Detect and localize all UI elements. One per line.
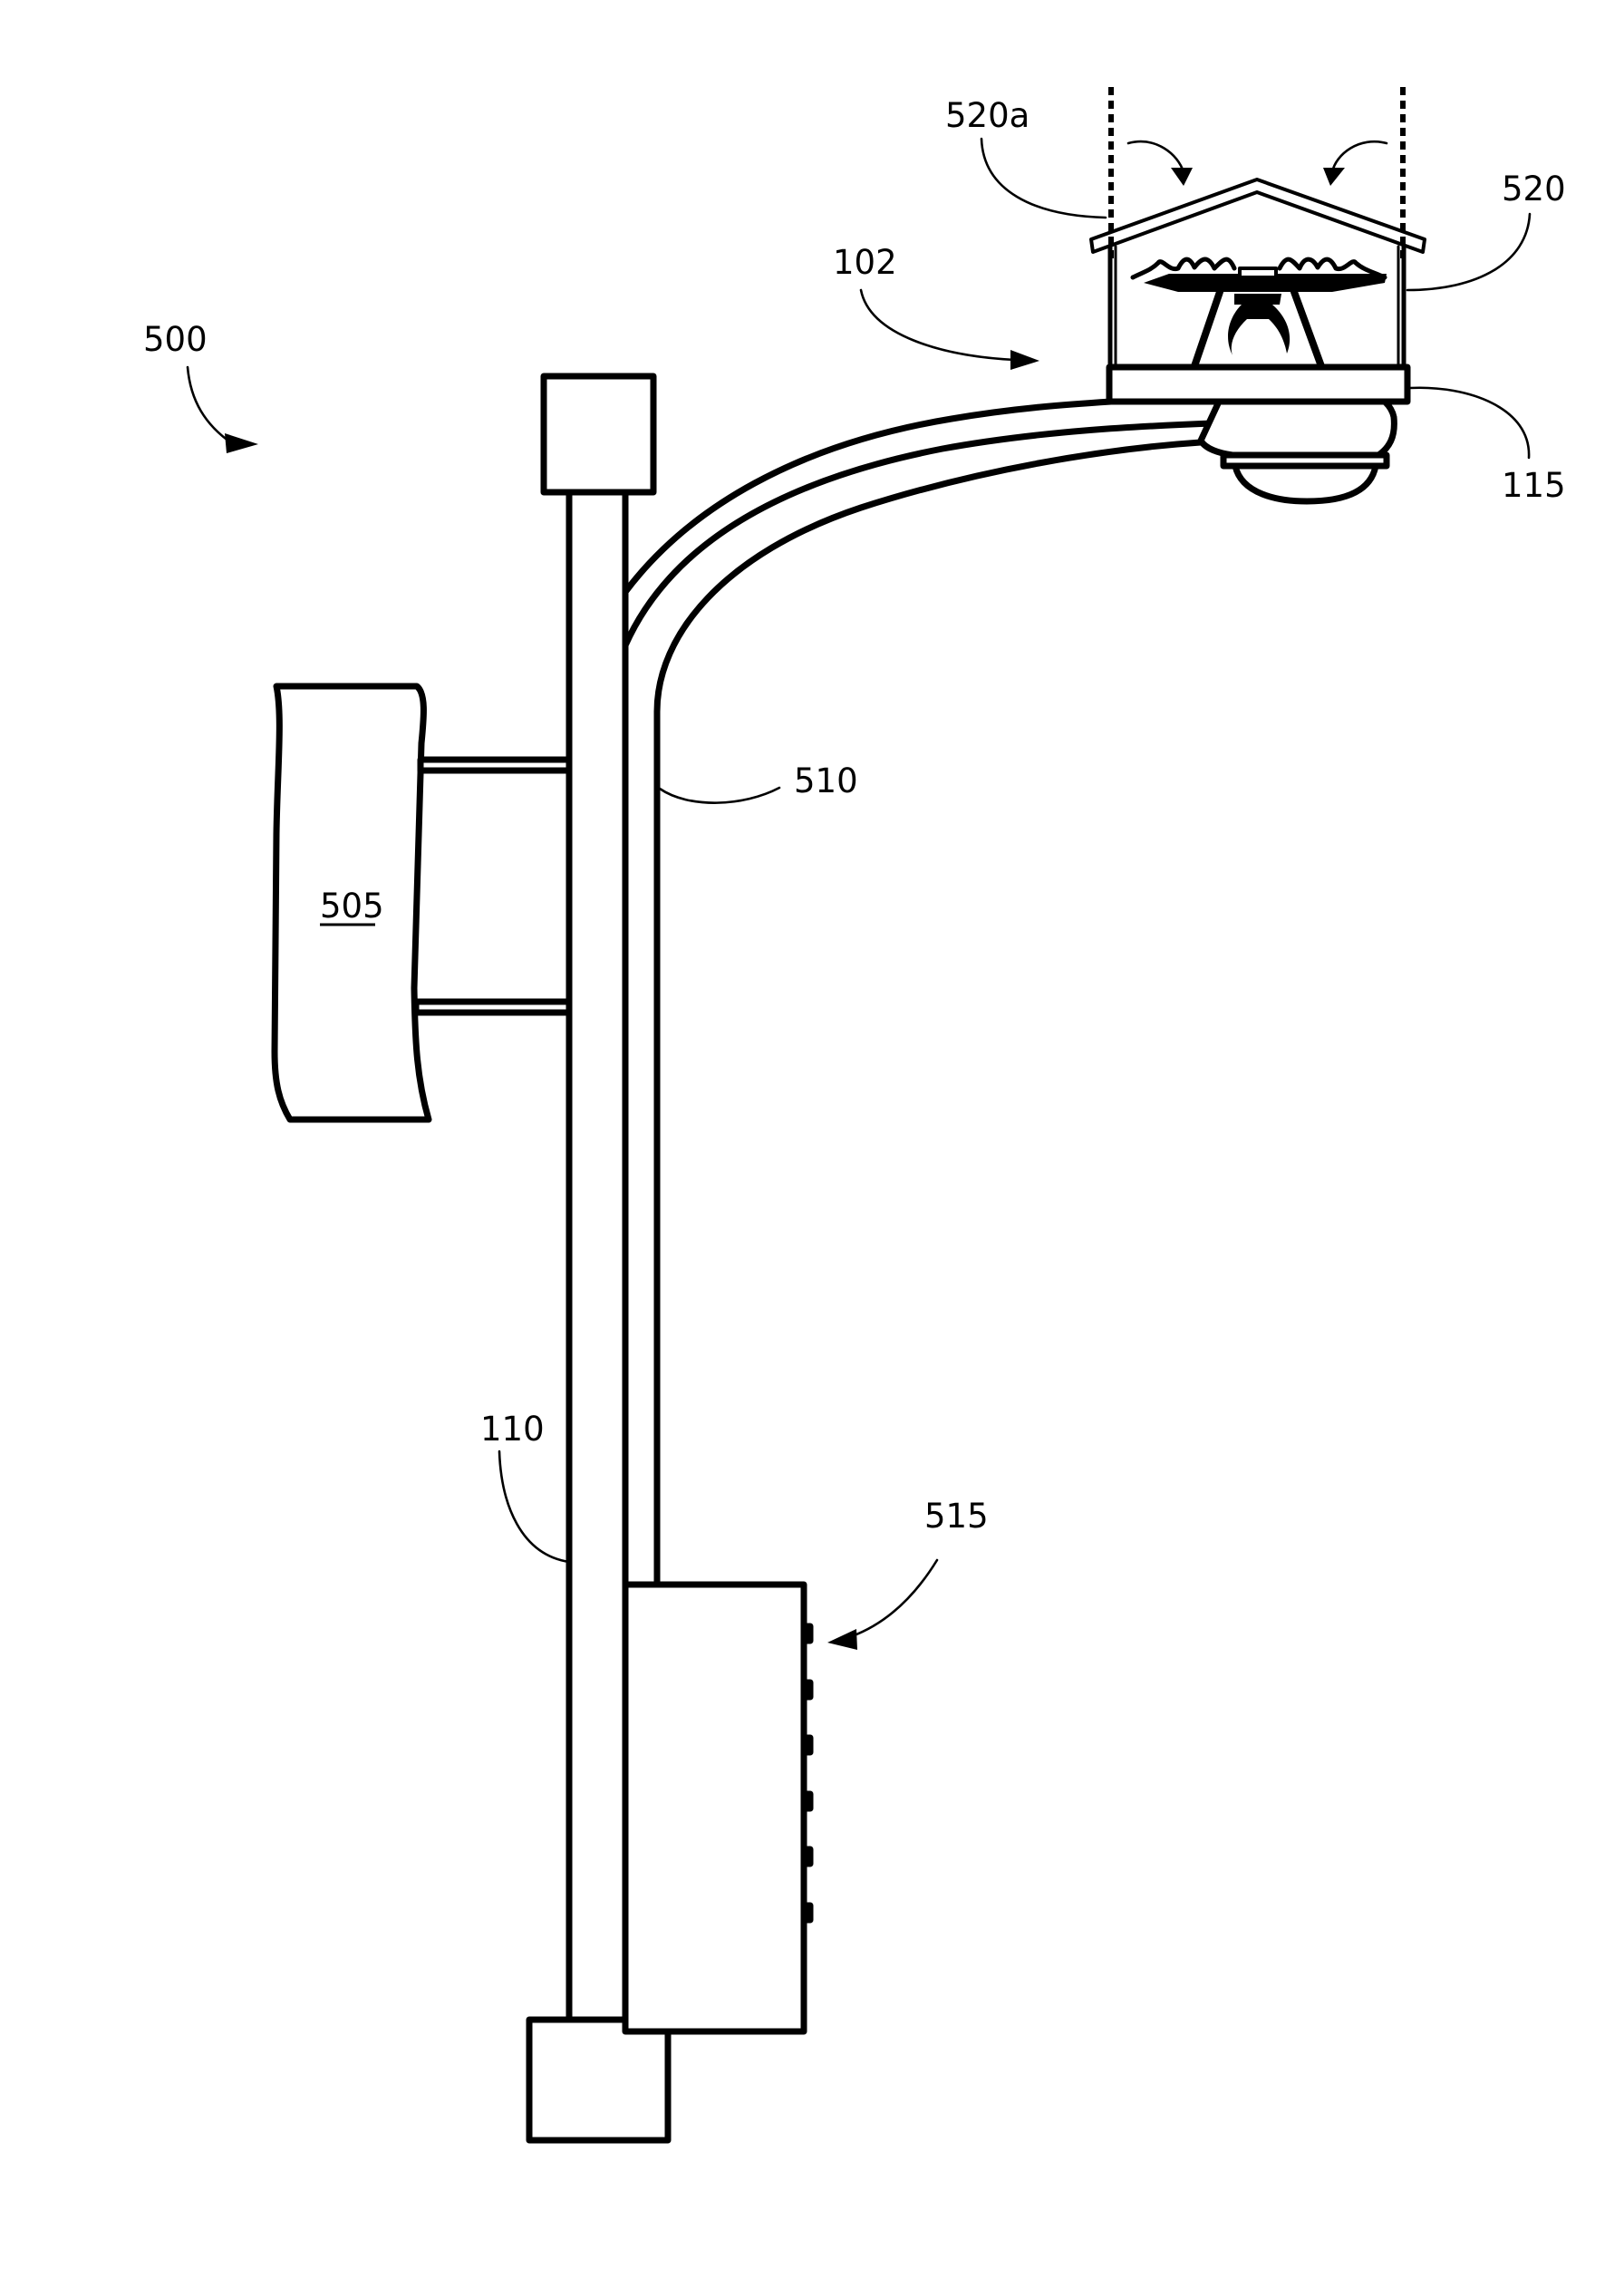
- leader-110: [498, 1449, 571, 1564]
- arrow-500: [186, 365, 258, 453]
- pole: [566, 489, 629, 2023]
- arrow-102: [859, 288, 1039, 370]
- drone-icon: [1130, 257, 1387, 370]
- roof-arrow-left: [1126, 141, 1193, 186]
- label-115: 115: [1502, 466, 1566, 505]
- label-505: 505: [320, 887, 384, 926]
- pole-top-cap: [540, 373, 657, 496]
- lamp-head: [1197, 398, 1397, 505]
- enclosure-base-plate: [1106, 364, 1411, 405]
- roof-retract-paths: [1108, 87, 1406, 263]
- cabinet-knobs: [800, 1623, 814, 1924]
- drone-enclosure: [1089, 178, 1426, 370]
- label-510: 510: [794, 761, 858, 800]
- conduit-arm: [622, 398, 1215, 1588]
- leader-520: [1406, 212, 1532, 292]
- leader-510: [658, 786, 781, 804]
- cabinet: [622, 1581, 814, 2035]
- label-515: 515: [924, 1497, 989, 1536]
- pole-base: [526, 2016, 672, 2144]
- arrow-515: [827, 1558, 939, 1650]
- roof-arrow-right: [1323, 141, 1388, 186]
- label-520a: 520a: [945, 96, 1030, 135]
- label-110: 110: [480, 1410, 545, 1449]
- label-500: 500: [143, 320, 208, 359]
- leader-520a: [980, 137, 1107, 219]
- sign: [271, 683, 573, 1123]
- label-102: 102: [833, 243, 897, 282]
- leader-115: [1408, 386, 1531, 460]
- label-520: 520: [1502, 170, 1566, 208]
